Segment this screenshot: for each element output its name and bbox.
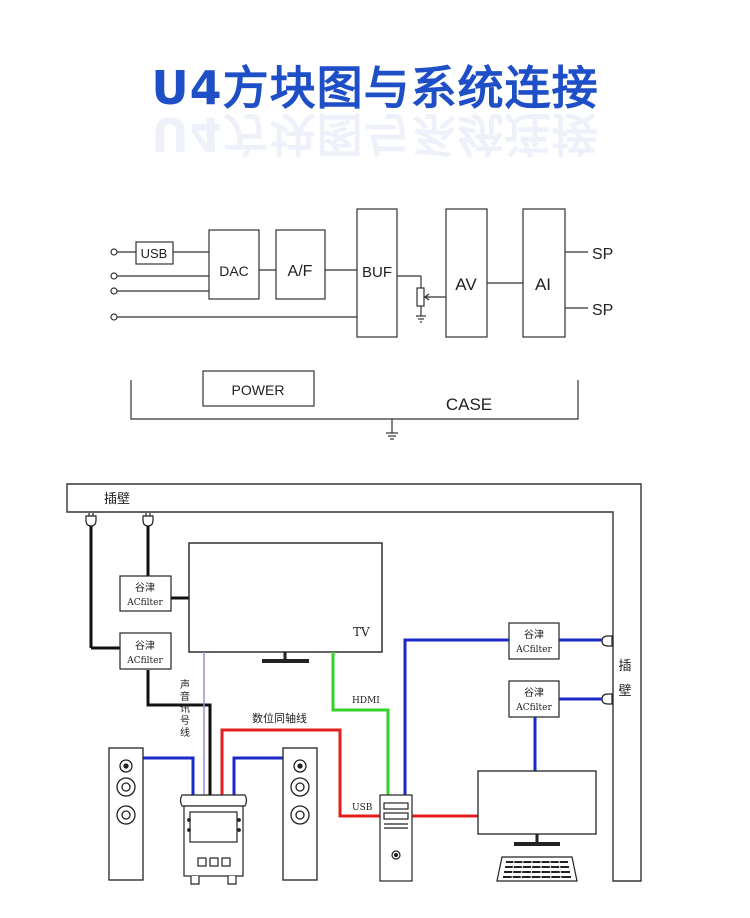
svg-text:谷津: 谷津 bbox=[524, 629, 544, 641]
wall-socket-label-top: 插壁 bbox=[104, 492, 130, 507]
svg-text:谷津: 谷津 bbox=[524, 687, 544, 699]
speaker-left-icon bbox=[108, 747, 144, 881]
av-block bbox=[445, 208, 488, 338]
u4-amplifier-icon bbox=[179, 794, 248, 885]
tv-label: TV bbox=[353, 625, 370, 639]
svg-text:ACfilter: ACfilter bbox=[126, 656, 163, 666]
power-label: POWER bbox=[232, 382, 285, 398]
af-block bbox=[275, 229, 326, 300]
svg-text:ACfilter: ACfilter bbox=[515, 703, 552, 713]
svg-text:线: 线 bbox=[180, 726, 190, 739]
svg-text:声: 声 bbox=[180, 678, 190, 691]
tv-icon: TV bbox=[188, 542, 383, 663]
buf-label: BUF bbox=[362, 264, 392, 281]
svg-text:谷津: 谷津 bbox=[135, 582, 155, 594]
block-diagram bbox=[110, 208, 588, 440]
av-label: AV bbox=[455, 275, 477, 294]
ac-filter-4: 谷津 ACfilter bbox=[508, 680, 560, 718]
block-diagram-labels: USB DAC A/F BUF AV AI SP SP POWER CASE bbox=[141, 246, 614, 414]
hdmi-label: HDMI bbox=[352, 696, 380, 706]
buf-block bbox=[356, 208, 398, 338]
plug-icon-right-2 bbox=[601, 693, 613, 705]
svg-text:ACfilter: ACfilter bbox=[515, 645, 552, 655]
usb-cable-label: USB bbox=[352, 803, 373, 813]
ai-label: AI bbox=[535, 275, 551, 294]
usb-block bbox=[135, 241, 174, 265]
red-cables bbox=[220, 728, 478, 818]
svg-text:谷津: 谷津 bbox=[135, 640, 155, 652]
dac-block bbox=[208, 229, 260, 300]
wall-outline bbox=[66, 483, 642, 882]
audio-cable-label: 声 音 讯 号 线 bbox=[180, 678, 190, 739]
hdmi-cable bbox=[331, 652, 390, 795]
ac-filter-3: 谷津 ACfilter bbox=[508, 622, 560, 660]
speaker-right-icon bbox=[282, 747, 318, 881]
ac-filter-1: 谷津 ACfilter bbox=[119, 575, 172, 612]
svg-text:讯: 讯 bbox=[180, 703, 190, 715]
volume-potentiometer-icon bbox=[416, 287, 425, 307]
usb-label: USB bbox=[141, 246, 168, 261]
af-label: A/F bbox=[288, 263, 313, 280]
computer-monitor-icon bbox=[477, 770, 597, 846]
case-label: CASE bbox=[446, 395, 492, 414]
ai-block bbox=[522, 208, 566, 338]
wall-socket-label-right-1: 插 bbox=[618, 659, 631, 674]
power-cables bbox=[89, 526, 212, 795]
sp-output-1: SP bbox=[592, 246, 613, 263]
pc-tower-icon bbox=[379, 794, 413, 882]
blue-cables bbox=[143, 638, 602, 795]
svg-text:音: 音 bbox=[180, 690, 190, 703]
coax-label: 数位同轴线 bbox=[252, 711, 307, 725]
power-block bbox=[202, 370, 315, 407]
wall-socket-label-right-2: 壁 bbox=[618, 684, 631, 699]
plug-icon-right-1 bbox=[601, 635, 613, 647]
page-title: U4方块图与系统连接 bbox=[151, 61, 599, 115]
sp-output-2: SP bbox=[592, 302, 613, 319]
svg-text:ACfilter: ACfilter bbox=[126, 598, 163, 608]
dac-label: DAC bbox=[219, 263, 249, 279]
plug-icon-top-1 bbox=[85, 513, 97, 527]
svg-text:号: 号 bbox=[180, 715, 190, 727]
plug-icon-top-2 bbox=[142, 513, 154, 527]
keyboard-icon bbox=[496, 856, 578, 882]
ac-filter-2: 谷津 ACfilter bbox=[119, 632, 172, 670]
